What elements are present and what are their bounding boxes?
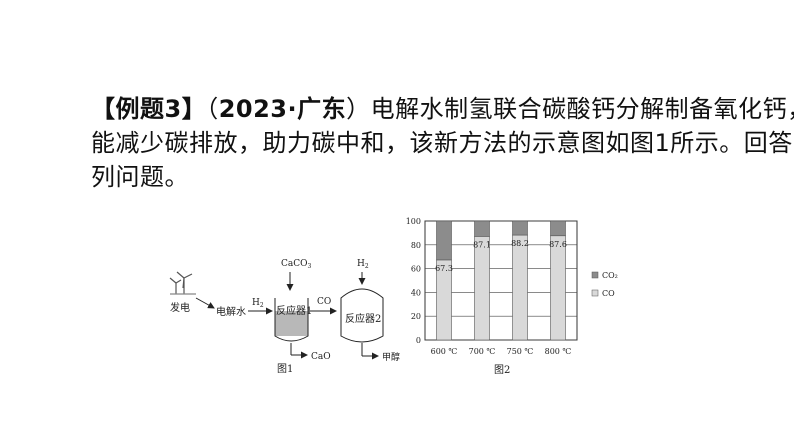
legend-label: CO₂ <box>602 271 618 280</box>
data-label: 67.3 <box>435 264 453 273</box>
wind-turbine-icon <box>169 271 196 295</box>
x-tick-label: 750 ℃ <box>507 347 534 356</box>
co-label: CO <box>317 297 331 307</box>
source-open: （ <box>206 95 219 123</box>
data-label: 88.2 <box>511 239 529 248</box>
h2-top-label: H2 <box>357 259 369 270</box>
x-tick-label: 600 ℃ <box>431 347 458 356</box>
source-year: 2023·广东 <box>218 95 347 123</box>
x-tick-label: 800 ℃ <box>545 347 572 356</box>
bar-segment <box>436 220 452 261</box>
x-tick-label: 700 ℃ <box>469 347 496 356</box>
y-tick-label: 40 <box>411 288 421 297</box>
chart-ticks: 0 20 40 60 80 100 600 ℃ 700 ℃ 750 ℃ 800 ℃ <box>406 217 572 356</box>
reactor1 <box>274 298 309 342</box>
legend-label: CO <box>602 289 615 298</box>
figure2-caption: 图2 <box>494 364 510 376</box>
question-line1-text: 电解水制氢联合碳酸钙分解制备氧化钙， <box>370 95 794 123</box>
electrolysis-label: 电解水 <box>216 305 246 318</box>
bar-segment <box>550 220 566 237</box>
bar-segment <box>550 235 566 341</box>
power-label: 发电 <box>170 301 190 314</box>
figure1-caption: 图1 <box>277 363 293 375</box>
question-line-3: 列问题。 <box>91 163 189 191</box>
data-label: 87.6 <box>549 240 567 249</box>
reactor1-label: 反应器1 <box>276 304 312 317</box>
y-tick-label: 100 <box>406 217 421 226</box>
legend-swatch <box>591 271 599 279</box>
question-line-1: 【例题3】（2023·广东）电解水制氢联合碳酸钙分解制备氧化钙， <box>91 92 794 126</box>
methanol-label: 甲醇 <box>382 351 400 363</box>
y-tick-label: 20 <box>411 312 421 321</box>
y-tick-label: 60 <box>411 265 421 274</box>
reactor2-label: 反应器2 <box>345 312 381 325</box>
legend-swatch <box>591 289 599 297</box>
arrow-power-to-electrolysis <box>195 297 215 309</box>
bar-segment <box>474 236 490 341</box>
bar-segment <box>512 234 528 341</box>
bar-segment <box>474 220 490 237</box>
example-label: 【例题3】 <box>91 95 207 123</box>
y-tick-label: 80 <box>411 241 421 250</box>
bar-segment <box>512 220 528 236</box>
data-label: 87.1 <box>473 240 491 249</box>
y-tick-label: 0 <box>416 336 421 345</box>
chart-bars: 67.3 87.1 88.2 87.6 <box>435 220 567 341</box>
question-text: 【例题3】（2023·广东）电解水制氢联合碳酸钙分解制备氧化钙， 能减少碳排放，… <box>91 92 794 194</box>
cao-label: CaO <box>311 352 331 362</box>
chart-legend: CO₂ CO <box>591 271 618 298</box>
h2-label: H2 <box>252 298 264 309</box>
source-close: ） <box>346 95 371 123</box>
caco3-label: CaCO3 <box>281 259 312 270</box>
reactor2 <box>340 288 384 343</box>
question-line-2: 能减少碳排放，助力碳中和，该新方法的示意图如图1所示。回答下 <box>91 129 794 157</box>
